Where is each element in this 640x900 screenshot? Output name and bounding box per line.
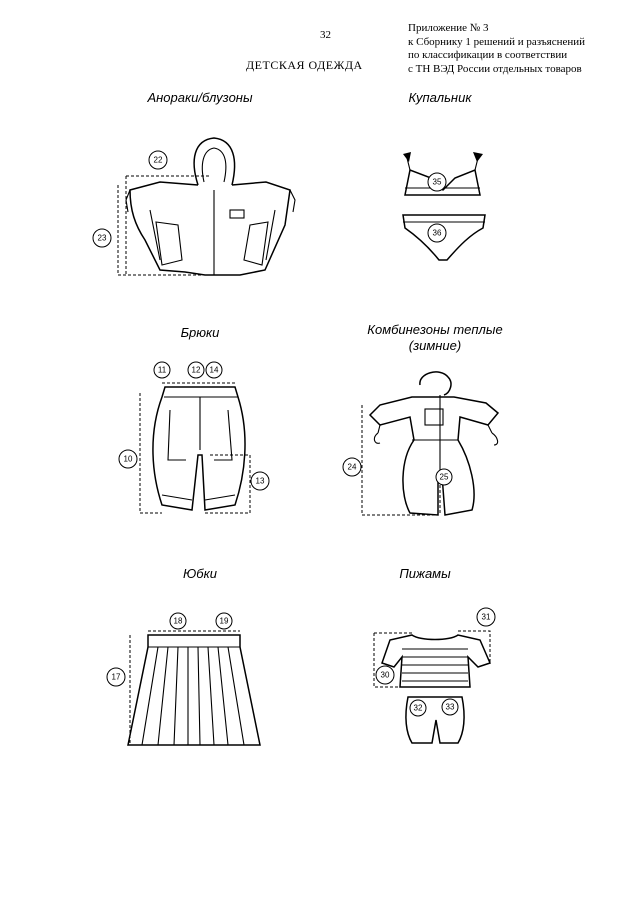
marker-11 (153, 361, 171, 379)
marker-24-text: 24 (348, 463, 357, 472)
trousers-pocket (167, 409, 233, 461)
anorak-hood-lining (201, 147, 227, 183)
skirt-outline (127, 634, 261, 746)
label-overalls-line2: (зимние) (408, 338, 462, 353)
overalls-figure: 24 25 (342, 371, 500, 516)
anorak-sleeve-seam (149, 209, 276, 261)
overalls-mitten (373, 432, 499, 446)
marker-36-text: 36 (433, 229, 442, 238)
label-overalls: Комбинезоны теплые (зимние) (350, 322, 520, 354)
overalls-body (368, 396, 500, 516)
marker-22 (148, 150, 168, 170)
marker-33-text: 33 (446, 703, 455, 712)
marker-22-text: 22 (154, 156, 163, 165)
trousers-figure: 11 12 14 10 13 (118, 361, 270, 514)
label-overalls-line1: Комбинезоны теплые (367, 322, 503, 337)
marker-32-text: 32 (414, 704, 423, 713)
label-skirts: Юбки (183, 566, 217, 581)
label-pajamas: Пижамы (399, 566, 451, 581)
measure-line-13 (205, 454, 251, 514)
measure-line-31 (458, 630, 491, 663)
marker-12-text: 12 (192, 366, 201, 375)
swimsuit-bow (403, 152, 483, 162)
marker-10 (118, 449, 138, 469)
trousers-outline (152, 386, 246, 511)
marker-23-text: 23 (98, 234, 107, 243)
swimsuit-bottom (402, 214, 486, 261)
marker-17-text: 17 (112, 673, 121, 682)
marker-24 (342, 457, 362, 477)
marker-18 (169, 612, 187, 630)
marker-18-text: 18 (174, 617, 183, 626)
appendix-line: Приложение № 3 (408, 22, 489, 34)
marker-10-text: 10 (124, 455, 133, 464)
marker-11-text: 11 (158, 366, 167, 375)
appendix-line: к Сборнику 1 решений и разъяснений (408, 35, 586, 48)
label-anoraks: Анораки/блузоны (147, 90, 253, 105)
anorak-hood (193, 137, 236, 186)
overalls-hood (419, 371, 452, 396)
marker-36 (427, 223, 447, 243)
measure-line-24 (361, 405, 438, 516)
marker-35 (427, 172, 447, 192)
measure-line-10 (139, 393, 162, 514)
pajamas-top (381, 634, 492, 688)
trousers-cuff (161, 494, 236, 501)
skirt-figure: 18 19 17 (106, 612, 261, 746)
marker-25 (435, 468, 453, 486)
marker-12 (187, 361, 205, 379)
swimsuit-figure: 35 36 (402, 152, 486, 261)
appendix-note: Приложение № 3 к Сборнику 1 решений и ра… (408, 22, 585, 76)
measure-line-30 (373, 632, 412, 688)
anorak-sleeve-panel (155, 221, 269, 266)
marker-14-text: 14 (210, 366, 219, 375)
anorak-pocket (229, 209, 245, 219)
anorak-body (129, 181, 291, 276)
marker-19-text: 19 (220, 617, 229, 626)
label-trousers: Брюки (180, 325, 220, 340)
marker-33 (441, 698, 459, 716)
marker-35-text: 35 (433, 178, 442, 187)
document-title: ДЕТСКАЯ ОДЕЖДА (246, 58, 363, 72)
marker-25-text: 25 (440, 473, 449, 482)
pajamas-figure: 31 30 32 33 (373, 607, 496, 744)
marker-17 (106, 667, 126, 687)
marker-23 (92, 228, 112, 248)
marker-31 (476, 607, 496, 627)
marker-14 (205, 361, 223, 379)
pajamas-stripes (402, 648, 468, 682)
marker-13 (250, 471, 270, 491)
marker-19 (215, 612, 233, 630)
marker-32 (409, 699, 427, 717)
marker-13-text: 13 (256, 477, 265, 486)
anorak-figure: 22 23 (92, 137, 296, 276)
swimsuit-strap (406, 157, 479, 171)
appendix-line: с ТН ВЭД России отдельных товаров (408, 62, 582, 75)
marker-30 (375, 665, 395, 685)
overalls-cuff (377, 424, 493, 434)
skirt-pleats (141, 646, 245, 746)
measure-line-23 (117, 185, 205, 276)
pajamas-bottom (405, 696, 465, 744)
marker-30-text: 30 (381, 671, 390, 680)
page-number: 32 (320, 29, 331, 41)
anorak-cuff (125, 189, 296, 213)
label-swimsuit: Купальник (408, 90, 472, 105)
appendix-line: по классификации в соответствии (408, 49, 568, 61)
overalls-chest-pocket (424, 408, 444, 426)
marker-31-text: 31 (482, 613, 491, 622)
